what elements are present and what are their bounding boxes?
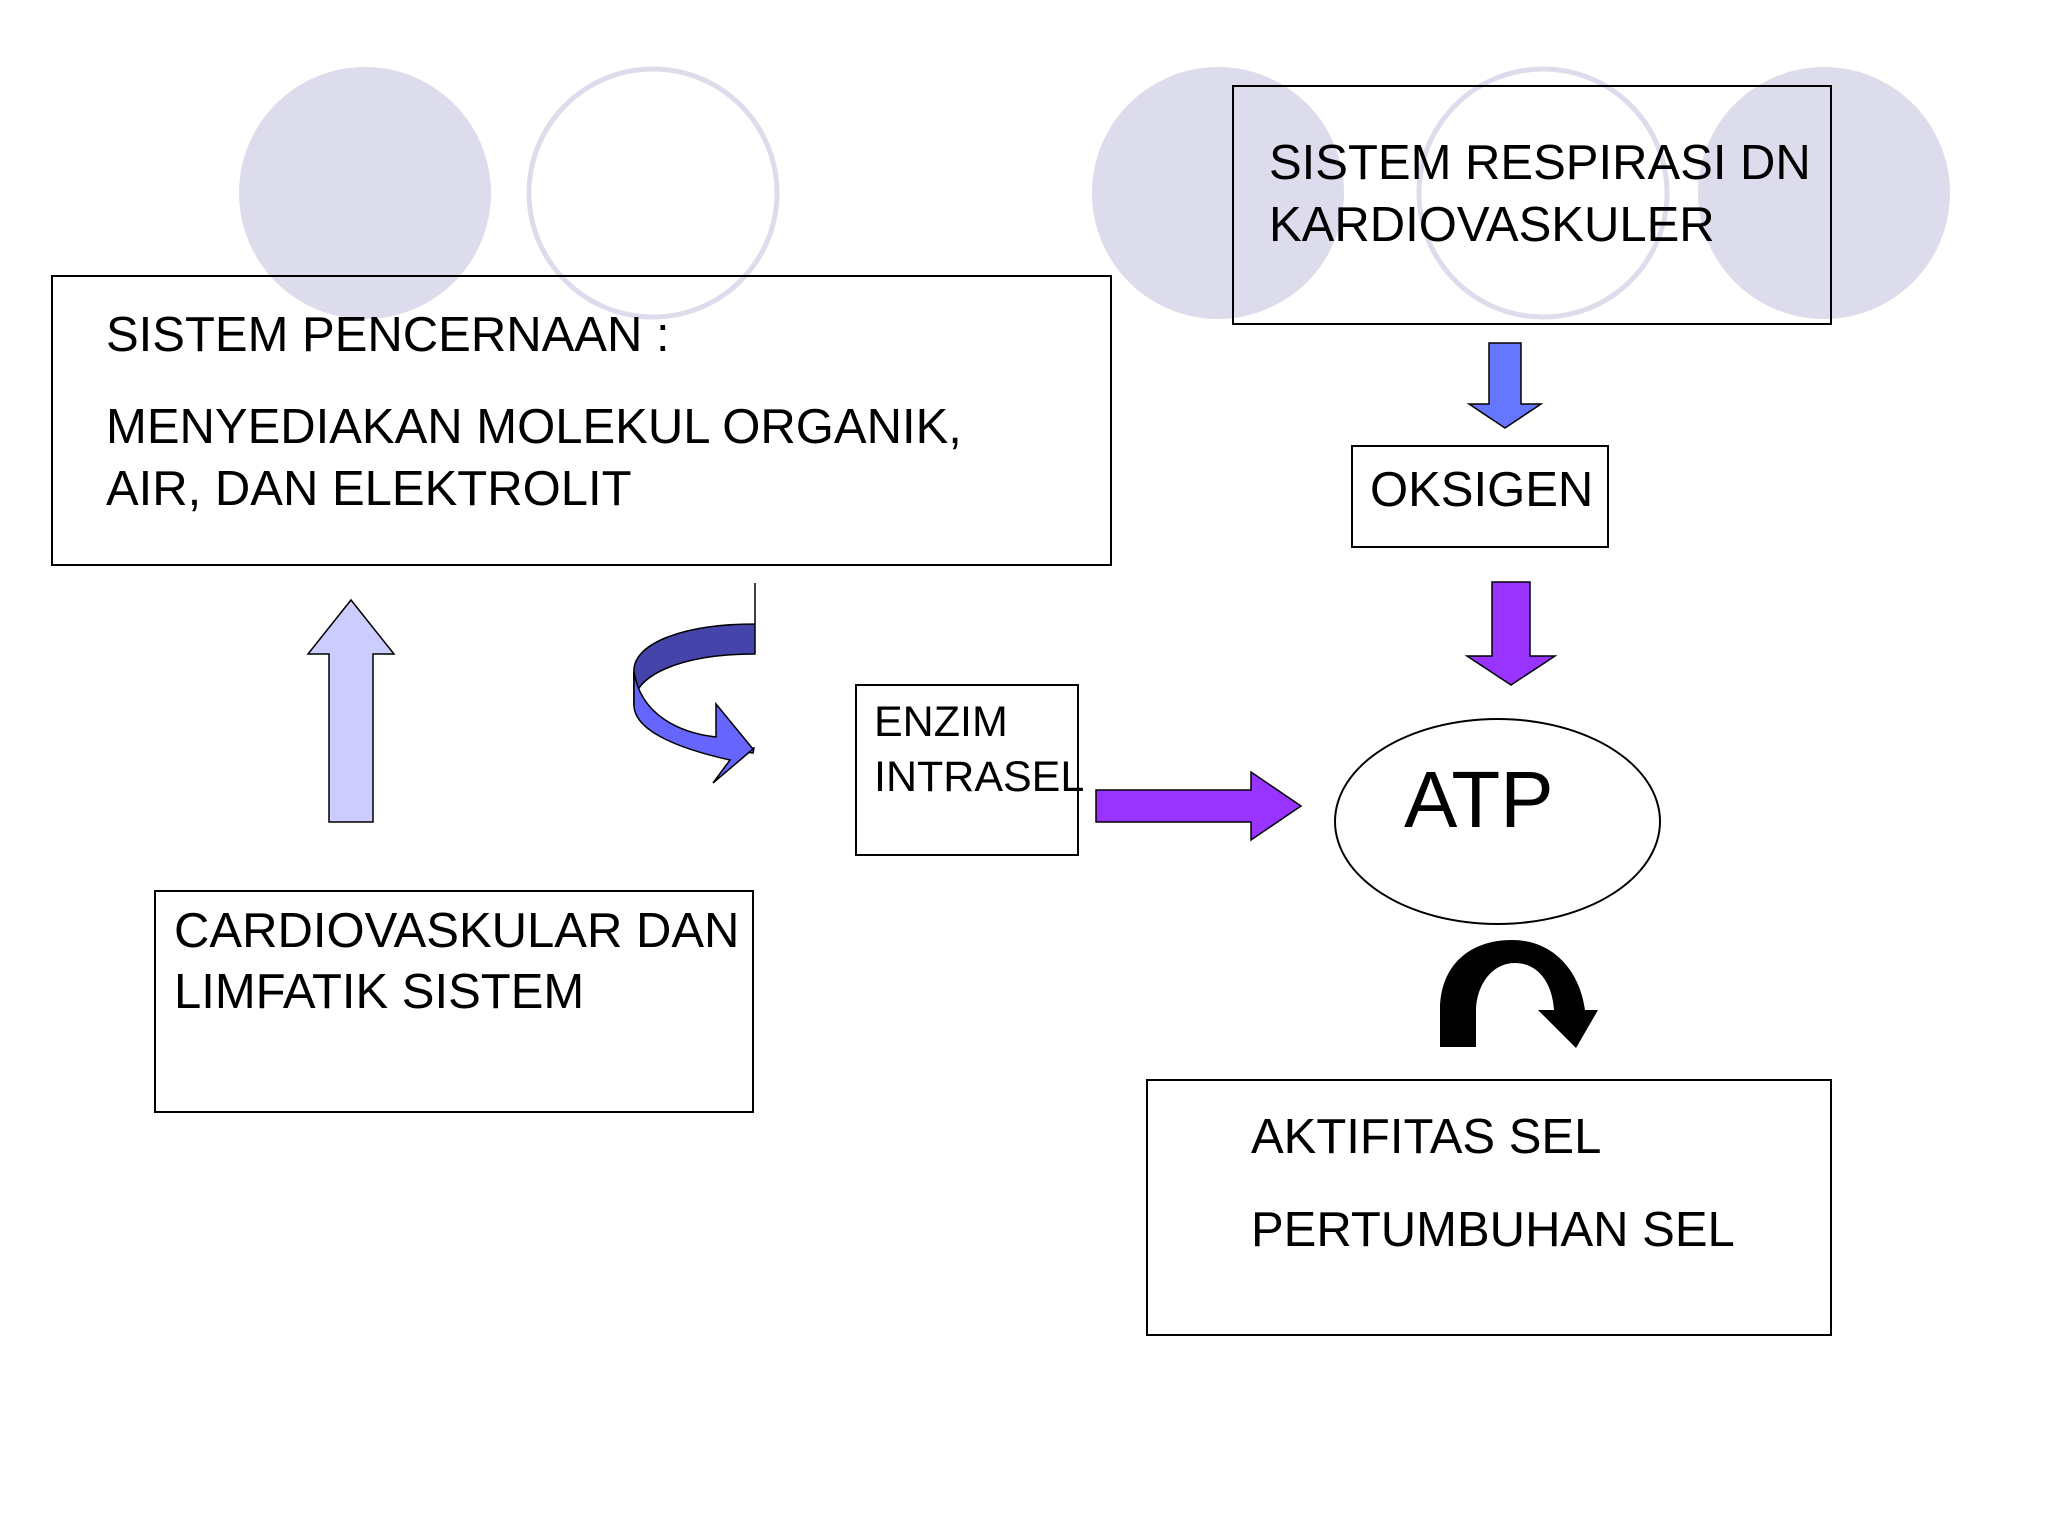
pencernaan-title: SISTEM PENCERNAAN :: [106, 308, 670, 362]
decor-circle-filled-1: [239, 67, 491, 319]
aktivitas-box: [1146, 1079, 1832, 1336]
decor-circle-ring-2: [1416, 66, 1670, 320]
respirasi-box: [1232, 85, 1832, 325]
pencernaan-line1: MENYEDIAKAN MOLEKUL ORGANIK,: [106, 400, 962, 454]
pencernaan-line2: AIR, DAN ELEKTROLIT: [106, 462, 632, 516]
respirasi-line1: SISTEM RESPIRASI DN: [1269, 136, 1811, 190]
aktivitas-line2: PERTUMBUHAN SEL: [1251, 1203, 1735, 1257]
enzim-box: [855, 684, 1079, 856]
cardio-line2: LIMFATIK SISTEM: [174, 965, 585, 1019]
arrow-down-purple-icon: [1464, 581, 1558, 686]
enzim-line2: INTRASEL: [874, 753, 1085, 801]
pencernaan-box: [51, 275, 1112, 566]
oksigen-box: [1351, 445, 1609, 548]
enzim-line1: ENZIM: [874, 698, 1008, 746]
cardio-line1: CARDIOVASKULAR DAN: [174, 904, 740, 958]
decor-circle-ring-1: [526, 66, 780, 320]
cardio-box: [154, 890, 754, 1113]
decor-circle-filled-3: [1698, 67, 1950, 319]
arrow-down-blue-icon: [1466, 342, 1544, 429]
arrow-curved-black-icon: [1440, 940, 1598, 1048]
arrow-right-purple-icon: [1095, 770, 1303, 842]
curved-arrow-icon: [633, 583, 756, 706]
oksigen-label: OKSIGEN: [1370, 463, 1594, 517]
curved-arrow-head: [633, 670, 755, 784]
atp-ellipse: [1334, 718, 1661, 925]
aktivitas-line1: AKTIFITAS SEL: [1251, 1110, 1602, 1164]
respirasi-line2: KARDIOVASKULER: [1269, 198, 1715, 252]
atp-label: ATP: [1404, 755, 1554, 844]
arrow-up-icon: [306, 598, 396, 823]
decor-circle-filled-2: [1092, 67, 1344, 319]
